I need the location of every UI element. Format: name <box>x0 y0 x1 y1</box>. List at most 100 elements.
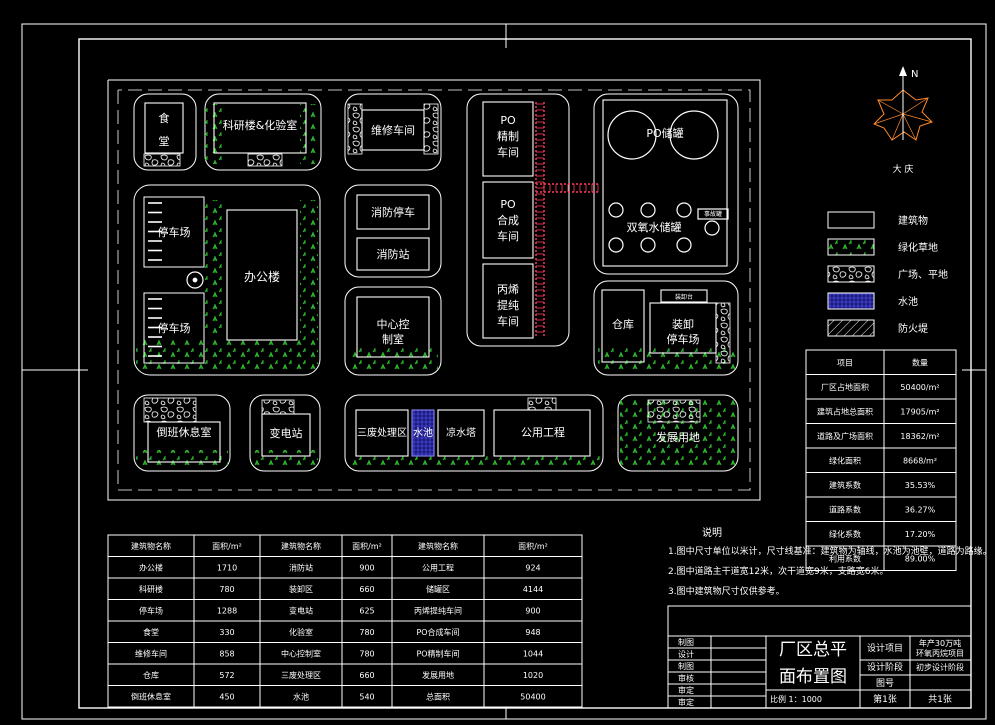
label-utility: 公用工程 <box>521 426 565 439</box>
stats-item-value: 50400/m² <box>900 383 939 392</box>
project-value-2: 环氧丙烷项目 <box>916 648 964 658</box>
pipe-racks <box>535 102 600 338</box>
stats-item-name: 绿化面积 <box>829 455 861 465</box>
area-header-0-1: 面积/m² <box>212 541 242 551</box>
area-cell-5-4: PO精制车间 <box>416 648 459 658</box>
label-pool: 水池 <box>413 426 433 439</box>
area-cell-3-0: 停车场 <box>139 605 163 615</box>
area-cell-1-3: 900 <box>359 563 374 572</box>
parking-stalls <box>143 196 205 364</box>
area-cell-2-5: 4144 <box>523 585 543 594</box>
project-label: 设计项目 <box>867 642 903 654</box>
stats-item-value: 8668/m² <box>903 456 937 465</box>
area-cell-1-1: 1710 <box>217 563 237 572</box>
area-cell-3-5: 900 <box>525 606 540 615</box>
drawing-title-line2: 面布置图 <box>779 667 847 687</box>
stats-item-name: 道路及广场面积 <box>817 431 873 441</box>
site-boundary <box>107 79 761 501</box>
green-areas <box>136 104 736 468</box>
area-cell-3-3: 625 <box>359 606 374 615</box>
label-waste: 三废处理区 <box>357 426 407 439</box>
area-cell-6-3: 660 <box>359 671 374 680</box>
label-control: 中心控制室 <box>377 317 410 346</box>
stats-item-name: 建筑系数 <box>829 480 861 490</box>
notes-title: 说明 <box>702 526 722 539</box>
label-tank-small: 事故罐 <box>704 210 722 218</box>
total-sheets-label: 共1张 <box>928 694 952 705</box>
stats-item-name: 建筑占地总面积 <box>817 406 873 416</box>
label-canteen: 食堂 <box>159 111 170 148</box>
stats-item-name: 利用系数 <box>829 553 861 563</box>
legend-label-5: 防火堤 <box>898 322 928 335</box>
area-cell-1-4: 公用工程 <box>422 563 454 572</box>
label-canteen-l1: 食 <box>159 111 170 125</box>
stats-table-border <box>805 349 957 571</box>
area-cell-2-4: 储罐区 <box>426 584 450 594</box>
sheet-label: 第1张 <box>873 693 897 705</box>
area-cell-1-2: 消防站 <box>289 562 313 572</box>
area-cell-3-2: 变电站 <box>289 605 313 615</box>
label-lab: 科研楼&化验室 <box>223 118 298 132</box>
area-cell-6-4: 发展用地 <box>422 670 454 680</box>
wind-location-label: 大 庆 <box>893 163 914 175</box>
legend-label-4: 水池 <box>898 295 918 308</box>
area-cell-7-0: 倒班休息室 <box>131 691 171 701</box>
lbl_po_refine-line-2: 精制 <box>497 130 519 143</box>
area-cell-4-0: 食堂 <box>143 627 159 637</box>
role-4: 审核 <box>678 673 694 683</box>
area-cell-6-0: 仓库 <box>143 670 159 680</box>
stats-item-name: 绿化系数 <box>829 529 861 539</box>
lbl_propylene-line-1: 丙烯 <box>497 283 519 296</box>
legend-swatch-1 <box>827 211 875 229</box>
area-cell-2-3: 660 <box>359 585 374 594</box>
role-2: 设计 <box>678 649 694 659</box>
area-header-0-0: 建筑物名称 <box>131 541 171 551</box>
area-cell-4-5: 948 <box>525 628 540 637</box>
area-header-0-5: 面积/m² <box>518 541 548 551</box>
title-block-text: 制图 设计 制图 审核 审定 审定 厂区总平 面布置图 比例 1：1000 第1… <box>678 637 964 707</box>
stats-header-item: 项目 <box>837 358 853 367</box>
label-h2o2-tank: 双氧水储罐 <box>627 220 682 234</box>
area-cell-1-0: 办公楼 <box>139 562 163 572</box>
label-maintenance: 维修车间 <box>371 123 415 137</box>
lbl_loading-line-1: 装卸 <box>672 317 694 331</box>
label-expansion: 发展用地 <box>656 430 700 444</box>
legend-swatch-3 <box>827 265 875 283</box>
area-cell-7-4: 总面积 <box>426 691 450 701</box>
area-cell-7-2: 水池 <box>293 691 309 701</box>
label-parking-top: 停车场 <box>158 225 191 239</box>
north-label: N <box>911 69 918 80</box>
label-po-tank: PO储罐 <box>646 126 683 140</box>
area-cell-4-3: 780 <box>359 628 374 637</box>
area-cell-5-2: 中心控制室 <box>281 648 321 658</box>
area-cell-1-5: 924 <box>525 563 540 572</box>
drawing-no-label: 图号 <box>876 678 894 689</box>
area-cell-5-5: 1044 <box>523 649 543 658</box>
legend-label-2: 绿化草地 <box>898 241 938 254</box>
plaza-areas <box>143 103 731 423</box>
stats-item-name: 道路系数 <box>829 504 861 514</box>
lbl_po_synth-line-2: 合成 <box>497 213 519 227</box>
area-cell-6-5: 1020 <box>523 671 543 680</box>
title-block <box>667 605 972 709</box>
north-arrow-head <box>899 66 907 76</box>
label-canteen-l2: 堂 <box>159 135 170 148</box>
stats-header-value: 数量 <box>912 357 928 367</box>
area-header-0-3: 面积/m² <box>352 541 382 551</box>
legend-swatch-5 <box>827 319 875 337</box>
tank-shapes <box>186 110 729 289</box>
area-cell-4-1: 330 <box>219 628 234 637</box>
stats-item-value: 17.20% <box>905 530 936 539</box>
lbl_loading-line-2: 停车场 <box>667 332 700 346</box>
lbl_po_refine-line-1: PO <box>500 114 516 127</box>
stage-label: 设计阶段 <box>867 661 903 673</box>
label-substation: 变电站 <box>270 426 303 440</box>
note-1: 1.图中尺寸单位以米计，尺寸线基准：建筑物为轴线，水池为池壁，道路为路缘。 <box>668 545 992 557</box>
stats-item-value: 89.00% <box>905 554 936 563</box>
